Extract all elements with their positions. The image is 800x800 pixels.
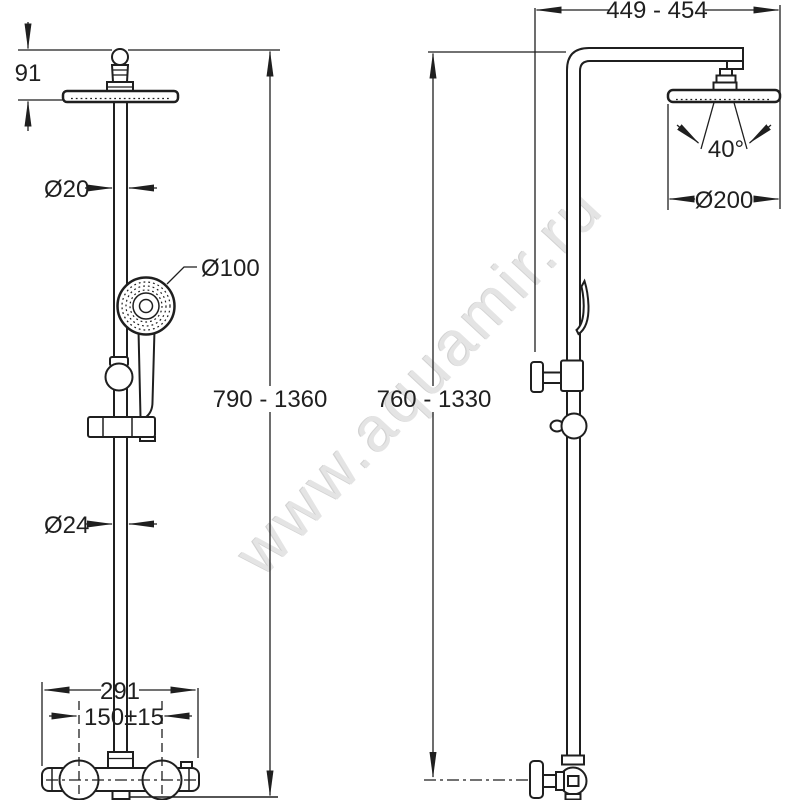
dim-label-inlet-centers: 150±15	[84, 704, 164, 731]
slider-ball-joint	[104, 356, 134, 392]
dim-label-arm-reach: 449 - 454	[606, 0, 707, 24]
hand-shower-hook-side	[575, 278, 590, 336]
dim-label-upper-pipe: Ø20	[44, 176, 89, 203]
slider-knob-side	[549, 412, 588, 440]
dim-label-hand-shower: Ø100	[201, 255, 260, 282]
overhead-shower-side	[666, 88, 782, 104]
dim-label-mixer-width: 291	[100, 678, 140, 705]
head-ball-joint-front	[106, 48, 134, 93]
hand-shower-handle	[137, 329, 156, 418]
dim-label-lower-pipe: Ø24	[44, 512, 89, 539]
mixer-front	[41, 751, 200, 800]
dim-40-arrow-right	[748, 124, 772, 144]
mixer-side	[529, 754, 588, 800]
dim-label-spray-angle: 40°	[708, 136, 744, 163]
slider-bracket	[87, 416, 156, 442]
head-ball-joint-side	[712, 60, 744, 92]
dim-label-height-side: 760 - 1330	[377, 386, 492, 413]
side-view: 449 - 454 40° Ø200 760 - 1330	[377, 0, 782, 800]
dim-label-head-offset: 91	[15, 60, 42, 87]
hand-shower-face	[116, 276, 176, 336]
dim-label-head-diameter: Ø200	[695, 187, 754, 214]
diverter-handle-side	[530, 359, 584, 393]
dim-d100-leader	[166, 266, 197, 285]
dim-label-height-front: 790 - 1360	[213, 386, 328, 413]
front-view: 91 Ø20 Ø100 790 - 1360 Ø24 291	[15, 22, 328, 800]
dim-40-arrow-left	[676, 124, 700, 144]
overhead-shower-front	[61, 89, 180, 104]
